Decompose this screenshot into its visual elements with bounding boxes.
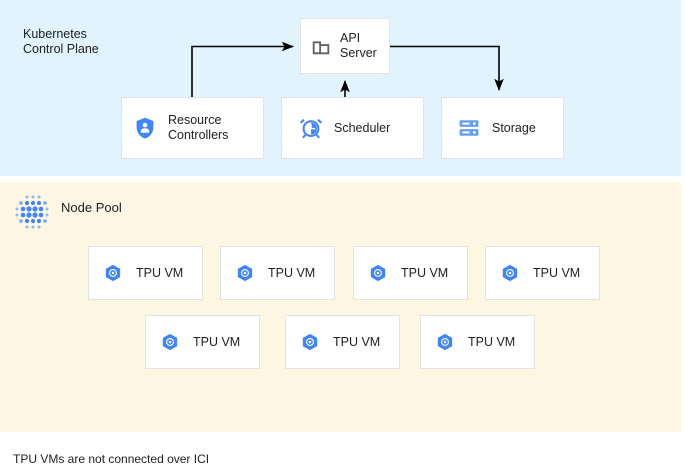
tpu-hex-icon [500,263,520,283]
tpu-vm-label: TPU VM [136,265,184,280]
tpu-vm-label: TPU VM [401,265,449,280]
node-pool-panel [0,182,681,432]
tpu-vm-card[interactable]: TPU VM [485,246,600,300]
tpu-vm-card[interactable]: TPU VM [220,246,335,300]
tpu-vm-label: TPU VM [468,334,516,349]
storage-node[interactable]: Storage [441,97,564,159]
tpu-vm-label: TPU VM [193,334,241,349]
building-icon [310,35,332,57]
scheduler-node[interactable]: Scheduler [281,97,424,159]
shield-user-icon [133,116,157,140]
node-cluster-dots-icon [12,191,54,233]
server-rack-icon [457,116,481,140]
tpu-hex-icon [368,263,388,283]
tpu-hex-icon [160,332,180,352]
tpu-vm-card[interactable]: TPU VM [145,315,260,369]
resource-controllers-node[interactable]: Resource Controllers [121,97,264,159]
scheduler-label: Scheduler [334,120,391,135]
alarm-clock-icon [299,116,323,140]
control-plane-title: Kubernetes Control Plane [23,27,99,56]
tpu-vm-label: TPU VM [533,265,581,280]
tpu-vm-card[interactable]: TPU VM [285,315,400,369]
storage-label: Storage [492,120,536,135]
api-server-label: API Server [340,31,377,60]
tpu-vm-label: TPU VM [333,334,381,349]
footnote-text: TPU VMs are not connected over ICI [13,452,210,466]
tpu-hex-icon [300,332,320,352]
tpu-vm-card[interactable]: TPU VM [353,246,468,300]
tpu-vm-card[interactable]: TPU VM [88,246,203,300]
node-pool-title: Node Pool [61,200,122,215]
resource-controllers-label: Resource Controllers [168,113,229,142]
tpu-vm-card[interactable]: TPU VM [420,315,535,369]
tpu-hex-icon [103,263,123,283]
tpu-hex-icon [235,263,255,283]
tpu-hex-icon [435,332,455,352]
api-server-node[interactable]: API Server [300,18,390,74]
tpu-vm-label: TPU VM [268,265,316,280]
